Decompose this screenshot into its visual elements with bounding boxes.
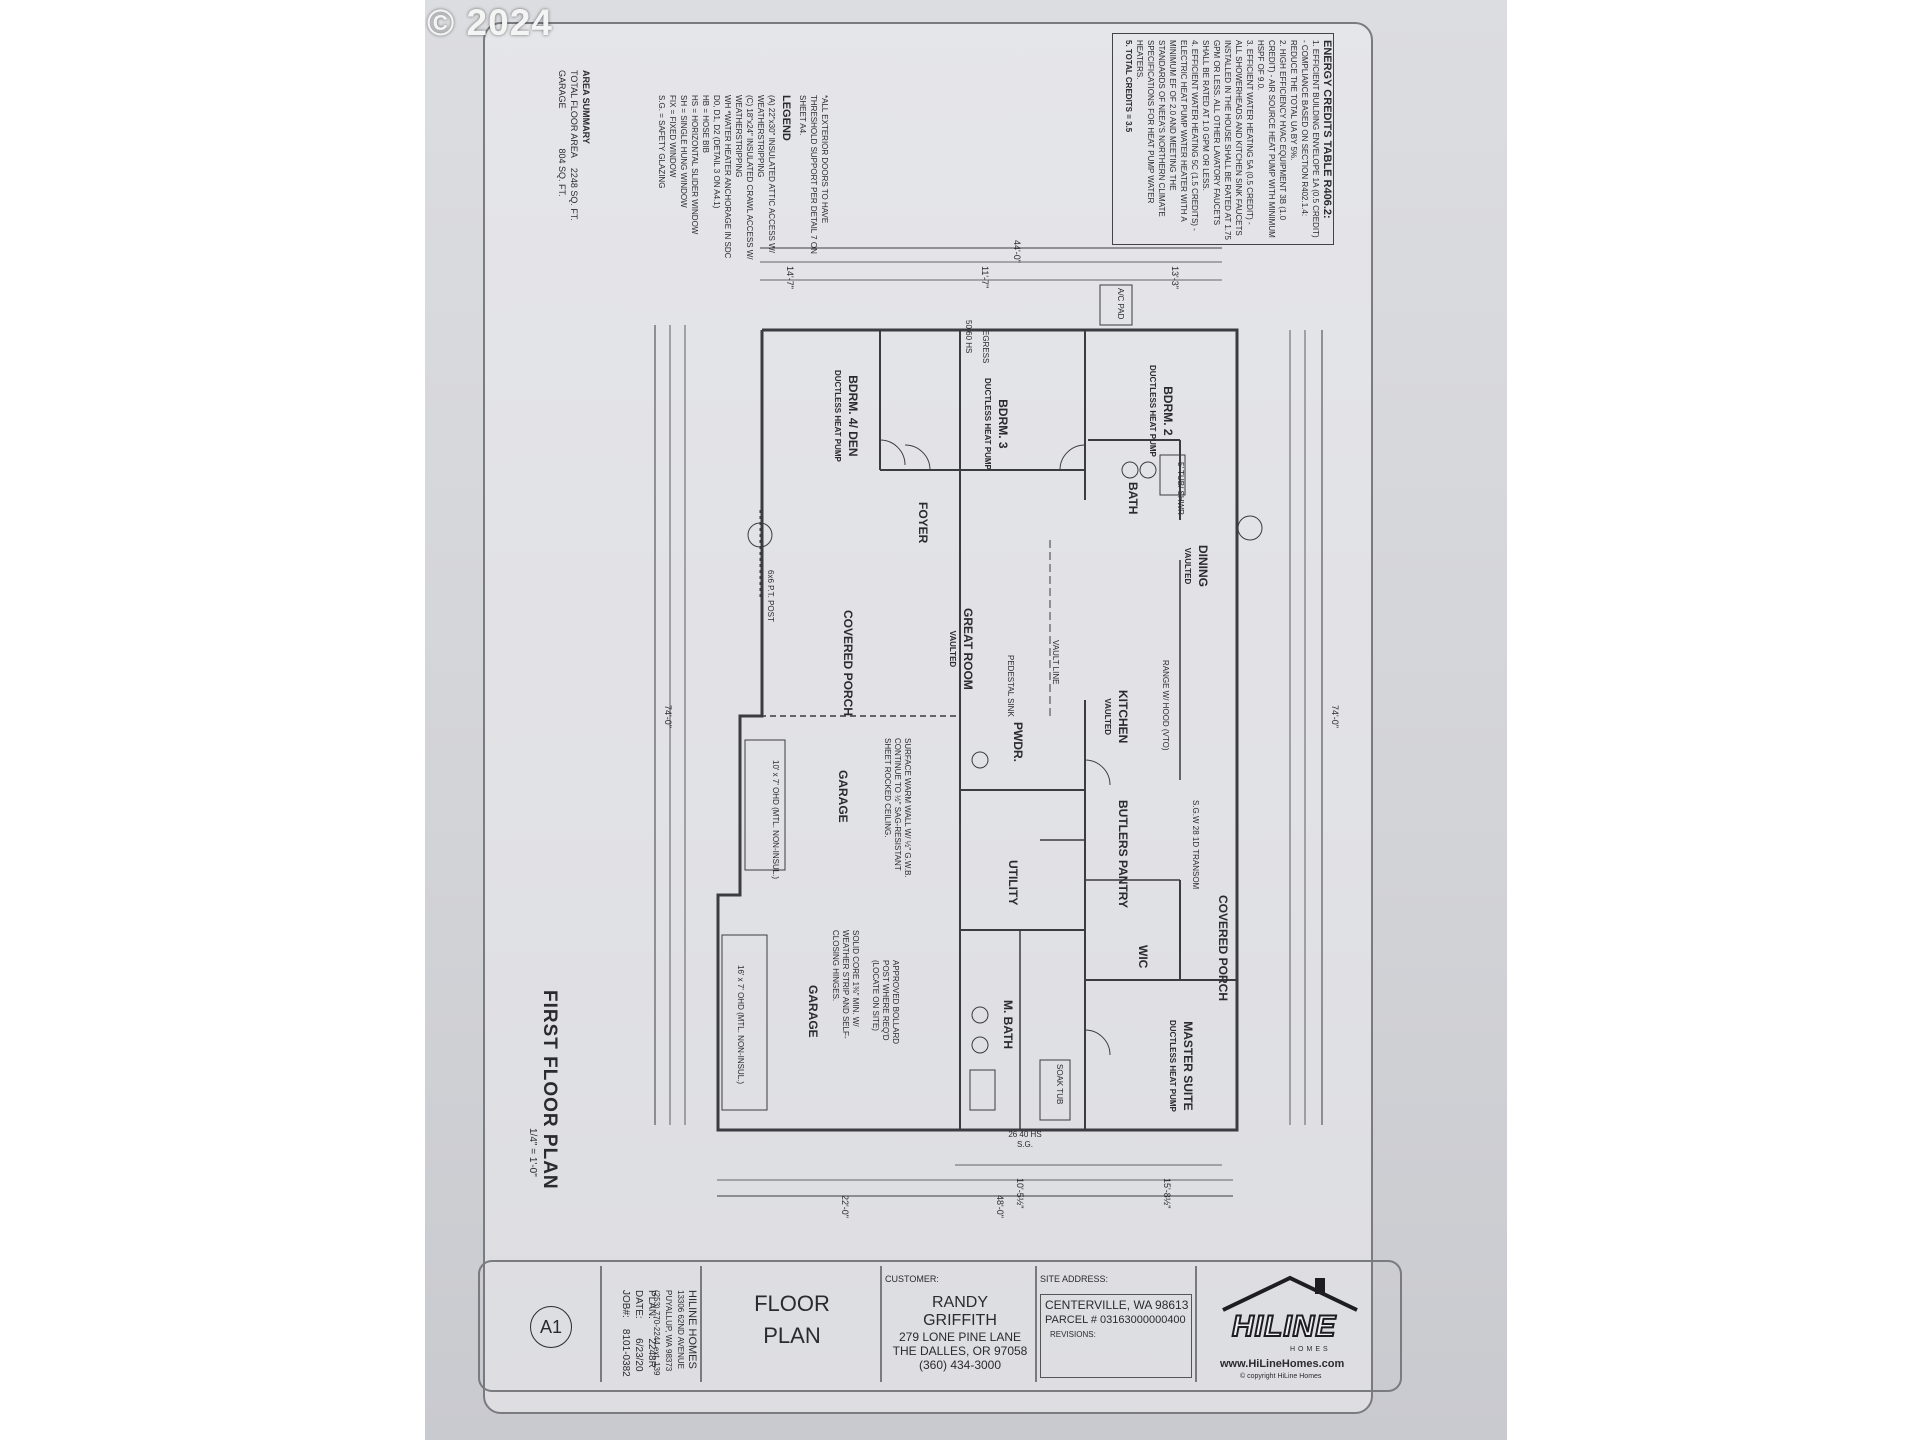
title-block-divider [1195, 1266, 1197, 1382]
sheet-number-circle: A1 [530, 1306, 572, 1348]
door-note: SOLID CORE 1⅜" MIN. W/ WEATHER STRIP AND… [831, 930, 860, 1039]
room-bath: BATH [1126, 482, 1140, 515]
room-wic: WIC [1136, 945, 1150, 969]
customer-address: 279 LONE PINE LANE [898, 1330, 1022, 1344]
dim-bottom-22: 22'-0" [840, 1195, 850, 1218]
hiline-logo: HILINE [1231, 1309, 1337, 1344]
warm-wall-note: SURFACE WARM WALL W/ ½" G.W.B. CONTINUE … [883, 738, 912, 878]
blueprint-sheet [483, 22, 1373, 1414]
garage-door-note-2: 16' x 7' OHD (MTL. NON-INSUL.) [736, 965, 745, 1085]
dim-bottom-total: 48'-0" [995, 1195, 1005, 1218]
website-link[interactable]: www.HiLineHomes.com [1220, 1358, 1345, 1370]
ac-pad-label: A/C PAD [1116, 288, 1125, 320]
job-row: JOB#: 8101-0382 [620, 1290, 631, 1377]
dim-11-7: 11'-7" [980, 266, 990, 289]
range-label: RANGE W/ HOOD (VTO) [1161, 660, 1170, 751]
plan-title: FIRST FLOOR PLAN [539, 990, 560, 1190]
sheet-number: A1 [539, 1316, 563, 1337]
plan-scale: 1/4" = 1'-0" [527, 1128, 538, 1177]
dim-top-total: 44'-0" [1012, 240, 1022, 263]
title-block-divider [880, 1266, 882, 1382]
egress-label: EGRESS [981, 330, 990, 364]
room-powder: PWDR. [1011, 722, 1025, 762]
drawing-title-line: FLOOR [754, 1291, 830, 1316]
bollard-note: APPROVED BOLLARD POST WHERE REQ'D (LOCAT… [871, 960, 900, 1045]
plan-info: PLAN: 2248R DATE: 6/23/20 JOB#: 8101-038… [619, 1290, 658, 1377]
dim-14-7: 14'-7" [785, 266, 795, 289]
company-name: HILINE HOMES [686, 1290, 698, 1369]
drawing-title: FLOOR PLAN [742, 1288, 842, 1352]
site-box [1040, 1294, 1192, 1378]
soak-tub-label: SOAK TUB [1055, 1064, 1064, 1105]
garage-door-note: 10' x 7' OHD (MTL. NON-INSUL.) [771, 760, 780, 880]
site-address-label: SITE ADDRESS: [1040, 1274, 1109, 1284]
dim-10-5: 10'-5½" [1015, 1178, 1025, 1209]
customer-label: CUSTOMER: [885, 1274, 939, 1284]
copyright-text: © copyright HiLine Homes [1240, 1373, 1322, 1380]
company-city: PUYALLUP, WA 98373 [664, 1290, 673, 1372]
date-row: DATE: 6/23/20 [633, 1290, 644, 1372]
title-block-divider [700, 1266, 702, 1382]
transom-label: S.G.W 28 1D TRANSOM [1191, 800, 1200, 890]
energy-credits-box [1112, 33, 1334, 245]
room-covered-porch-2: COVERED PORCH [1216, 895, 1230, 1002]
dim-right-total: 74'-0" [1330, 705, 1340, 728]
pedestal-sink-label: PEDESTAL SINK [1006, 655, 1015, 717]
room-garage: GARAGE [836, 770, 850, 823]
title-block-divider [1035, 1266, 1037, 1382]
dim-15-8: 15'-8½" [1162, 1178, 1172, 1209]
customer-info: RANDY GRIFFITH 279 LONE PINE LANE THE DA… [890, 1294, 1030, 1372]
plan-row: PLAN: 2248R [646, 1290, 657, 1368]
room-garage-2: GARAGE [806, 985, 820, 1038]
window-label: 50 60 HS [964, 320, 973, 354]
dim-13-3: 13'-3" [1170, 266, 1180, 289]
room-master-bath: M. BATH [1001, 1000, 1015, 1050]
room-utility: UTILITY [1006, 860, 1020, 906]
post-label: 6x6 P.T. POST [766, 570, 775, 622]
hiline-house-icon [1222, 1275, 1358, 1312]
dim-left-total: 74'-0" [663, 705, 673, 728]
customer-phone: (360) 434-3000 [918, 1358, 1002, 1372]
room-covered-porch: COVERED PORCH [841, 610, 855, 717]
room-butlers-pantry: BUTLERS PANTRY [1116, 800, 1130, 908]
customer-name: RANDY [931, 1294, 988, 1311]
site-city: CENTERVILLE, WA 98613 [1045, 1298, 1189, 1312]
room-foyer: FOYER [916, 502, 930, 544]
window-2640-label: 26 40 HS S.G. [1008, 1130, 1042, 1149]
drawing-title-line: PLAN [763, 1323, 821, 1348]
title-block-divider [600, 1266, 602, 1382]
tub-shower-label: 5' TUB/ SHWR [1176, 462, 1185, 515]
title-block [478, 1260, 1402, 1392]
copyright-watermark: © 2024 [427, 2, 553, 43]
vault-line-label: VAULT LINE [1051, 640, 1060, 685]
customer-city: THE DALLES, OR 97058 [892, 1344, 1028, 1358]
revisions-label: REVISIONS: [1050, 1330, 1096, 1339]
company-address: 13306 62ND AVENUE [676, 1290, 685, 1370]
customer-name: GRIFFITH [923, 1312, 997, 1329]
parcel-number: PARCEL # 03163000000400 [1045, 1314, 1186, 1326]
hiline-logo-sub: HOMES [1290, 1346, 1331, 1353]
